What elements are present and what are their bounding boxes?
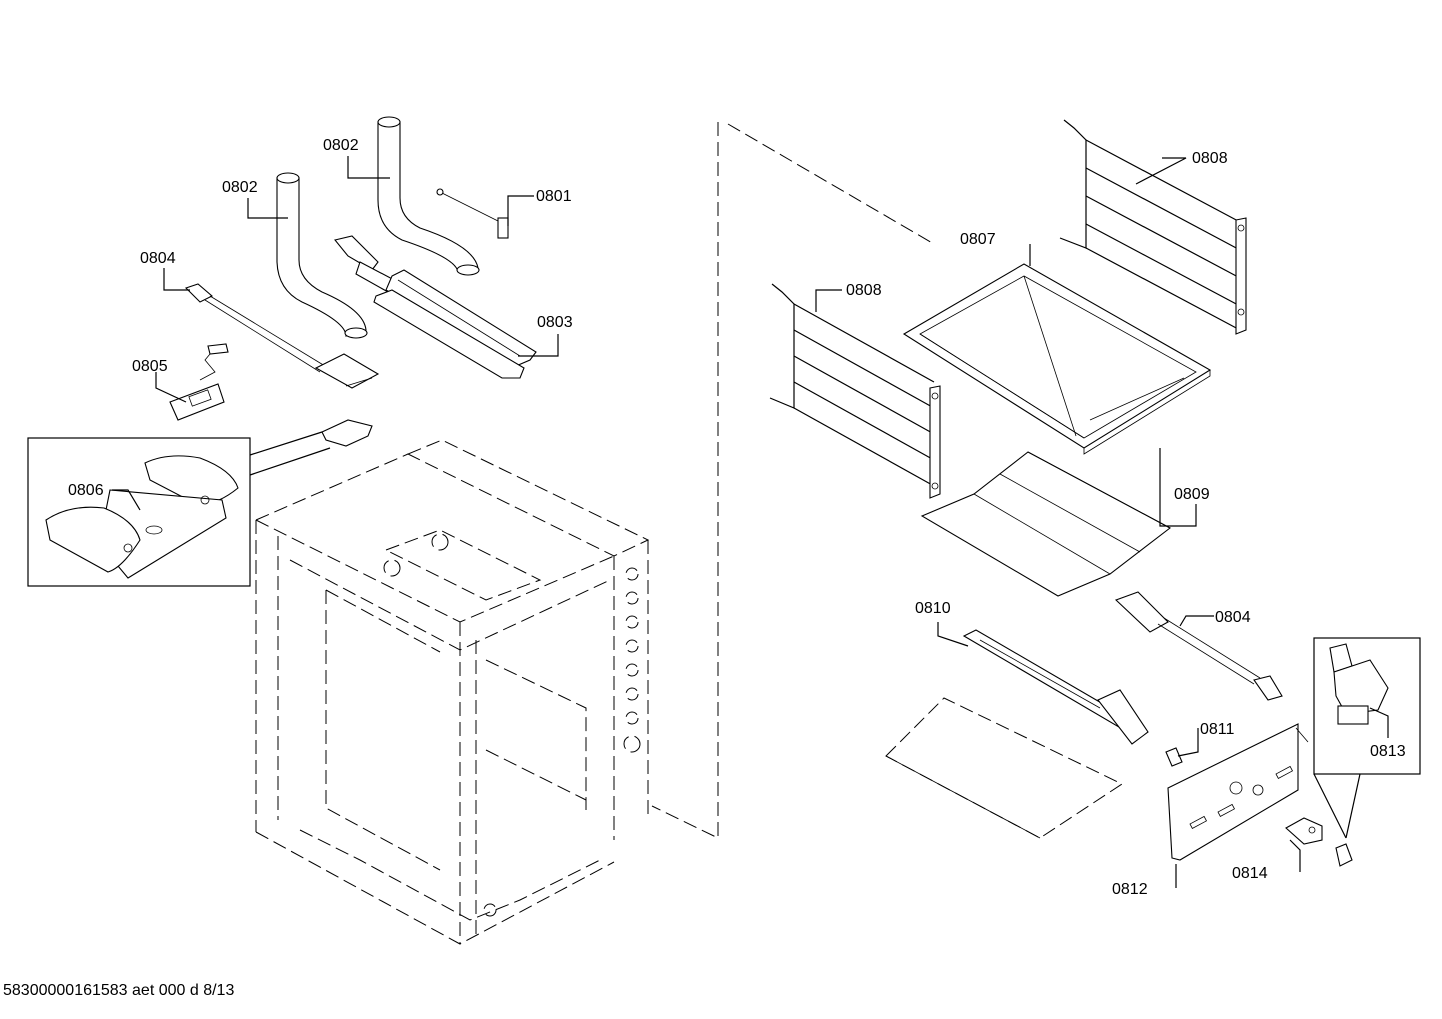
callout-0809[interactable]: 0809	[1174, 486, 1210, 503]
harness-0804-left[interactable]	[184, 283, 380, 389]
leader-lines	[112, 156, 1389, 888]
detail-box-0813	[1313, 637, 1421, 839]
nozzle-0811[interactable]	[1165, 747, 1183, 767]
tube-0802-right[interactable]	[377, 116, 480, 276]
callout-0812[interactable]: 0812	[1112, 881, 1148, 898]
valve-0814[interactable]	[1285, 817, 1353, 867]
harness-0804-right[interactable]	[1114, 591, 1283, 701]
rack-0808-left[interactable]	[769, 283, 941, 499]
separator-line	[651, 122, 719, 839]
bracket-0806-small[interactable]	[321, 419, 373, 447]
rack-0808-right[interactable]	[1059, 119, 1247, 335]
callout-0807[interactable]: 0807	[960, 231, 996, 248]
drip-shield	[885, 697, 1124, 839]
callout-0802-right[interactable]: 0802	[323, 137, 359, 154]
shield-0809[interactable]	[920, 451, 1172, 597]
callout-0803[interactable]: 0803	[537, 314, 573, 331]
switch-0805[interactable]	[169, 343, 229, 421]
callout-0810[interactable]: 0810	[915, 600, 951, 617]
tube-0802-left[interactable]	[276, 172, 368, 339]
burner-0803[interactable]	[334, 235, 537, 379]
tray-0807[interactable]	[902, 263, 1212, 455]
callout-0808-right[interactable]: 0808	[1192, 150, 1228, 167]
callout-labels: 0801 0802 0802 0803 0804 0805 0806 0807 …	[68, 137, 1406, 898]
detail-box-0806	[27, 431, 331, 587]
separator-line-upper	[727, 123, 935, 245]
document-code: 58300000161583 aet 000 d 8/13	[3, 982, 235, 999]
burner-tube-0810[interactable]	[962, 629, 1149, 745]
sensor-0801[interactable]	[436, 188, 509, 239]
callout-0813[interactable]: 0813	[1370, 743, 1406, 760]
callout-0802-left[interactable]: 0802	[222, 179, 258, 196]
callout-0808-left[interactable]: 0808	[846, 282, 882, 299]
callout-0804-left[interactable]: 0804	[140, 250, 176, 267]
callout-0811[interactable]: 0811	[1200, 721, 1235, 738]
callout-0804-right[interactable]: 0804	[1215, 609, 1251, 626]
oven-frame	[255, 439, 650, 945]
callout-0806[interactable]: 0806	[68, 482, 104, 499]
callout-0805[interactable]: 0805	[132, 358, 168, 375]
bracket-0812[interactable]	[1167, 723, 1309, 861]
callout-0814[interactable]: 0814	[1232, 865, 1268, 882]
callout-0801[interactable]: 0801	[536, 188, 572, 205]
